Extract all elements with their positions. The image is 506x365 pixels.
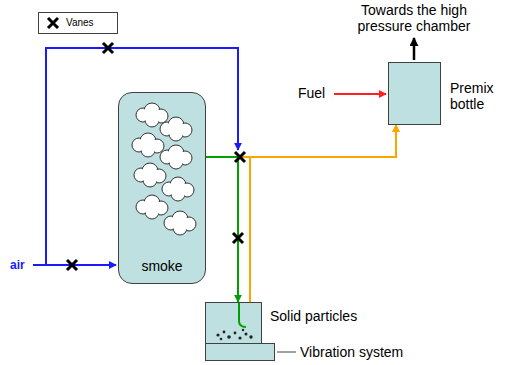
vane-symbol	[46, 16, 60, 30]
cloud	[136, 195, 168, 219]
smoke-clouds	[119, 93, 207, 253]
vibration-table: Vibration system	[205, 343, 275, 361]
particle	[238, 336, 241, 339]
cloud	[160, 145, 192, 169]
node-label: Premix bottle	[450, 80, 504, 112]
legend-row: Vanes	[39, 13, 117, 33]
node-label: Vibration system	[300, 344, 420, 360]
air-label: air	[10, 257, 34, 273]
node-label: smoke	[118, 258, 206, 274]
particle	[234, 332, 237, 335]
vane-symbol	[67, 260, 77, 270]
cloud	[164, 211, 196, 235]
outlet-label: Towards the high pressure chamber	[349, 2, 479, 34]
fuel-label: Fuel	[298, 85, 332, 101]
legend-box: Vanes	[38, 12, 118, 34]
cloud	[160, 117, 192, 141]
vane-symbol	[103, 43, 113, 53]
outlet-arrow	[413, 38, 416, 60]
particles	[206, 303, 263, 345]
vane-symbol	[235, 152, 245, 162]
particle	[223, 331, 226, 334]
cloud	[162, 177, 194, 201]
flow-line	[250, 125, 396, 302]
cloud	[132, 133, 164, 157]
node-label: Solid particles	[270, 308, 380, 324]
fuel-line	[334, 93, 386, 95]
flow-line	[206, 157, 238, 302]
particle-container: Solid particles	[205, 302, 262, 344]
cloud	[134, 163, 166, 187]
legend-text: Vanes	[66, 17, 94, 29]
particle	[242, 329, 244, 331]
particle	[227, 335, 231, 339]
smoke-tube	[239, 303, 246, 327]
smoke-tank: smoke	[118, 92, 206, 284]
premix-bottle: Premix bottle	[388, 62, 441, 125]
particle	[245, 333, 248, 336]
vane-symbol	[233, 233, 243, 243]
particle	[216, 333, 219, 336]
leader-line	[277, 352, 296, 353]
particle	[249, 335, 252, 338]
flow-line	[206, 125, 396, 157]
particle	[220, 338, 223, 341]
vane-symbol	[48, 18, 58, 28]
